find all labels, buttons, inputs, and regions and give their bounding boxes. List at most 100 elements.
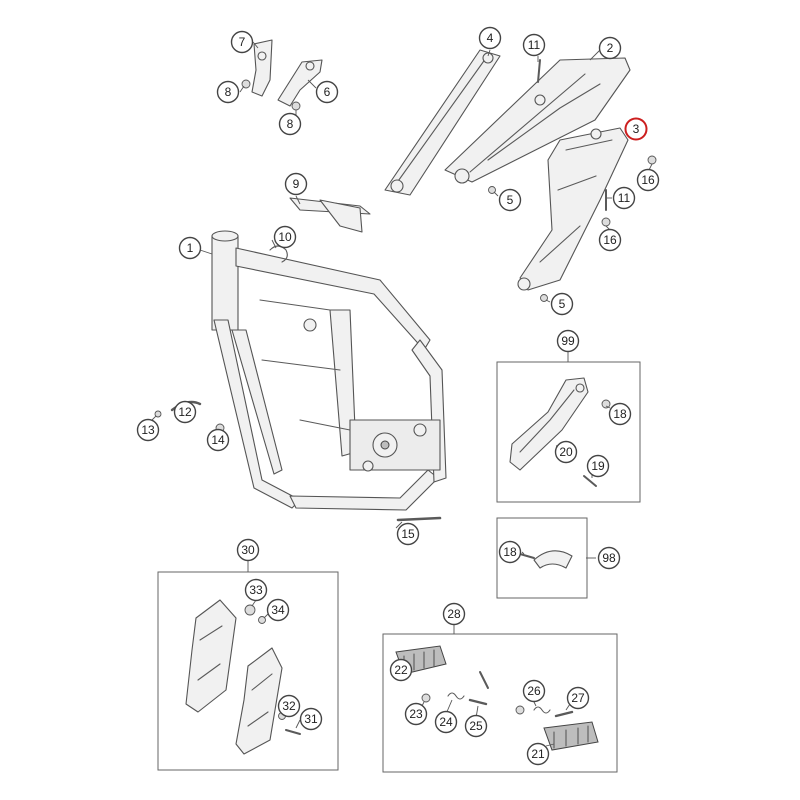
main-frame[interactable] [211,230,447,511]
clip-13[interactable] [154,410,162,418]
callout-27[interactable]: 27 [566,686,590,710]
callout-2-label: 2 [607,41,614,55]
callout-2[interactable]: 2 [598,36,622,60]
bracket-7[interactable] [251,39,273,97]
callout-32-label: 32 [282,699,296,713]
frame-protector-left[interactable] [185,599,237,713]
clamp-10[interactable] [269,245,288,263]
callout-22-label: 22 [394,663,408,677]
callout-13[interactable]: 13 [136,418,160,442]
callout-12-label: 12 [178,405,192,419]
callout-11b-label: 11 [618,191,631,205]
pin-18-group98[interactable] [519,553,535,559]
callout-14-label: 14 [211,433,225,447]
nut-16a[interactable] [647,155,657,165]
callout-11a[interactable]: 11 [522,33,546,57]
callout-7[interactable]: 7 [230,30,254,54]
washer-23[interactable] [421,693,431,703]
callout-32[interactable]: 32 [277,694,301,718]
callout-5b-label: 5 [559,297,566,311]
callout-15[interactable]: 15 [396,522,420,546]
callout-4[interactable]: 4 [478,26,502,50]
footpeg-21[interactable] [543,721,599,751]
callout-34-label: 34 [271,603,285,617]
callout-28[interactable]: 28 [442,602,466,626]
screw-11a[interactable] [537,59,541,83]
callout-24[interactable]: 24 [434,710,458,734]
pin-top[interactable] [479,671,489,689]
callout-14[interactable]: 14 [206,428,230,452]
callout-22[interactable]: 22 [389,658,413,682]
callout-20[interactable]: 20 [554,440,578,464]
callout-9[interactable]: 9 [284,172,308,196]
callout-21[interactable]: 21 [526,742,550,766]
callout-8b[interactable]: 8 [278,112,302,136]
pin-27[interactable] [554,710,574,718]
callout-99[interactable]: 99 [556,329,580,353]
footrest-bracket-20[interactable] [509,377,589,471]
subframe-side-rail-4[interactable] [384,49,501,196]
callout-8b-label: 8 [287,117,294,131]
callout-98[interactable]: 98 [597,546,621,570]
rear-subframe[interactable] [444,57,631,184]
callout-30-label: 30 [241,543,255,557]
screw-18-group99[interactable] [601,399,611,409]
callout-8a[interactable]: 8 [216,80,240,104]
callout-23-label: 23 [409,707,423,721]
bracket-6[interactable] [277,59,323,107]
bolt-25[interactable] [468,698,488,706]
callout-3-label: 3 [633,122,640,136]
callout-26-label: 26 [527,684,541,698]
callout-25-label: 25 [469,719,483,733]
spring-26[interactable] [533,706,551,714]
callout-16a[interactable]: 16 [636,168,660,192]
callout-25[interactable]: 25 [464,714,488,738]
callout-12[interactable]: 12 [173,400,197,424]
screw-31[interactable] [285,729,301,735]
screw-34[interactable] [258,616,266,624]
callout-3-highlighted[interactable]: 3 [624,117,648,141]
chain-guide-9[interactable] [289,197,371,233]
callout-30[interactable]: 30 [236,538,260,562]
callout-16b[interactable]: 16 [598,228,622,252]
washer-33[interactable] [244,604,256,616]
callout-33-label: 33 [249,583,263,597]
callout-1[interactable]: 1 [178,236,202,260]
callout-11a-label: 11 [528,38,541,52]
callout-19[interactable]: 19 [586,454,610,478]
callout-18-group98[interactable]: 18 [498,540,522,564]
callout-31[interactable]: 31 [299,707,323,731]
callout-15-label: 15 [401,527,415,541]
callout-26[interactable]: 26 [522,679,546,703]
screw-5b[interactable] [540,294,548,302]
callout-34[interactable]: 34 [266,598,290,622]
callout-11b[interactable]: 11 [612,186,636,210]
screw-5a[interactable] [488,186,496,194]
group-box-99 [496,361,641,503]
spring-guard-98[interactable] [533,550,573,569]
callout-10[interactable]: 10 [273,225,297,249]
callout-6[interactable]: 6 [315,80,339,104]
bolt-15[interactable] [396,516,442,522]
callout-18a-label: 18 [613,407,627,421]
nut-16b[interactable] [601,217,611,227]
callout-7-label: 7 [239,35,246,49]
screw-8b[interactable] [291,101,301,111]
frame-protector-right[interactable] [235,647,283,755]
washer-26[interactable] [515,705,525,715]
callout-8a-label: 8 [225,85,232,99]
callout-9-label: 9 [293,177,300,191]
subframe-bracket-3[interactable] [517,127,629,291]
callout-99-label: 99 [561,334,575,348]
spring-24[interactable] [447,692,465,700]
callout-23[interactable]: 23 [404,702,428,726]
group-box-28 [382,633,618,773]
callout-18-group99[interactable]: 18 [608,402,632,426]
callout-5b[interactable]: 5 [550,292,574,316]
callout-6-label: 6 [324,85,331,99]
screw-19[interactable] [583,475,597,487]
callout-33[interactable]: 33 [244,578,268,602]
callout-5a[interactable]: 5 [498,188,522,212]
